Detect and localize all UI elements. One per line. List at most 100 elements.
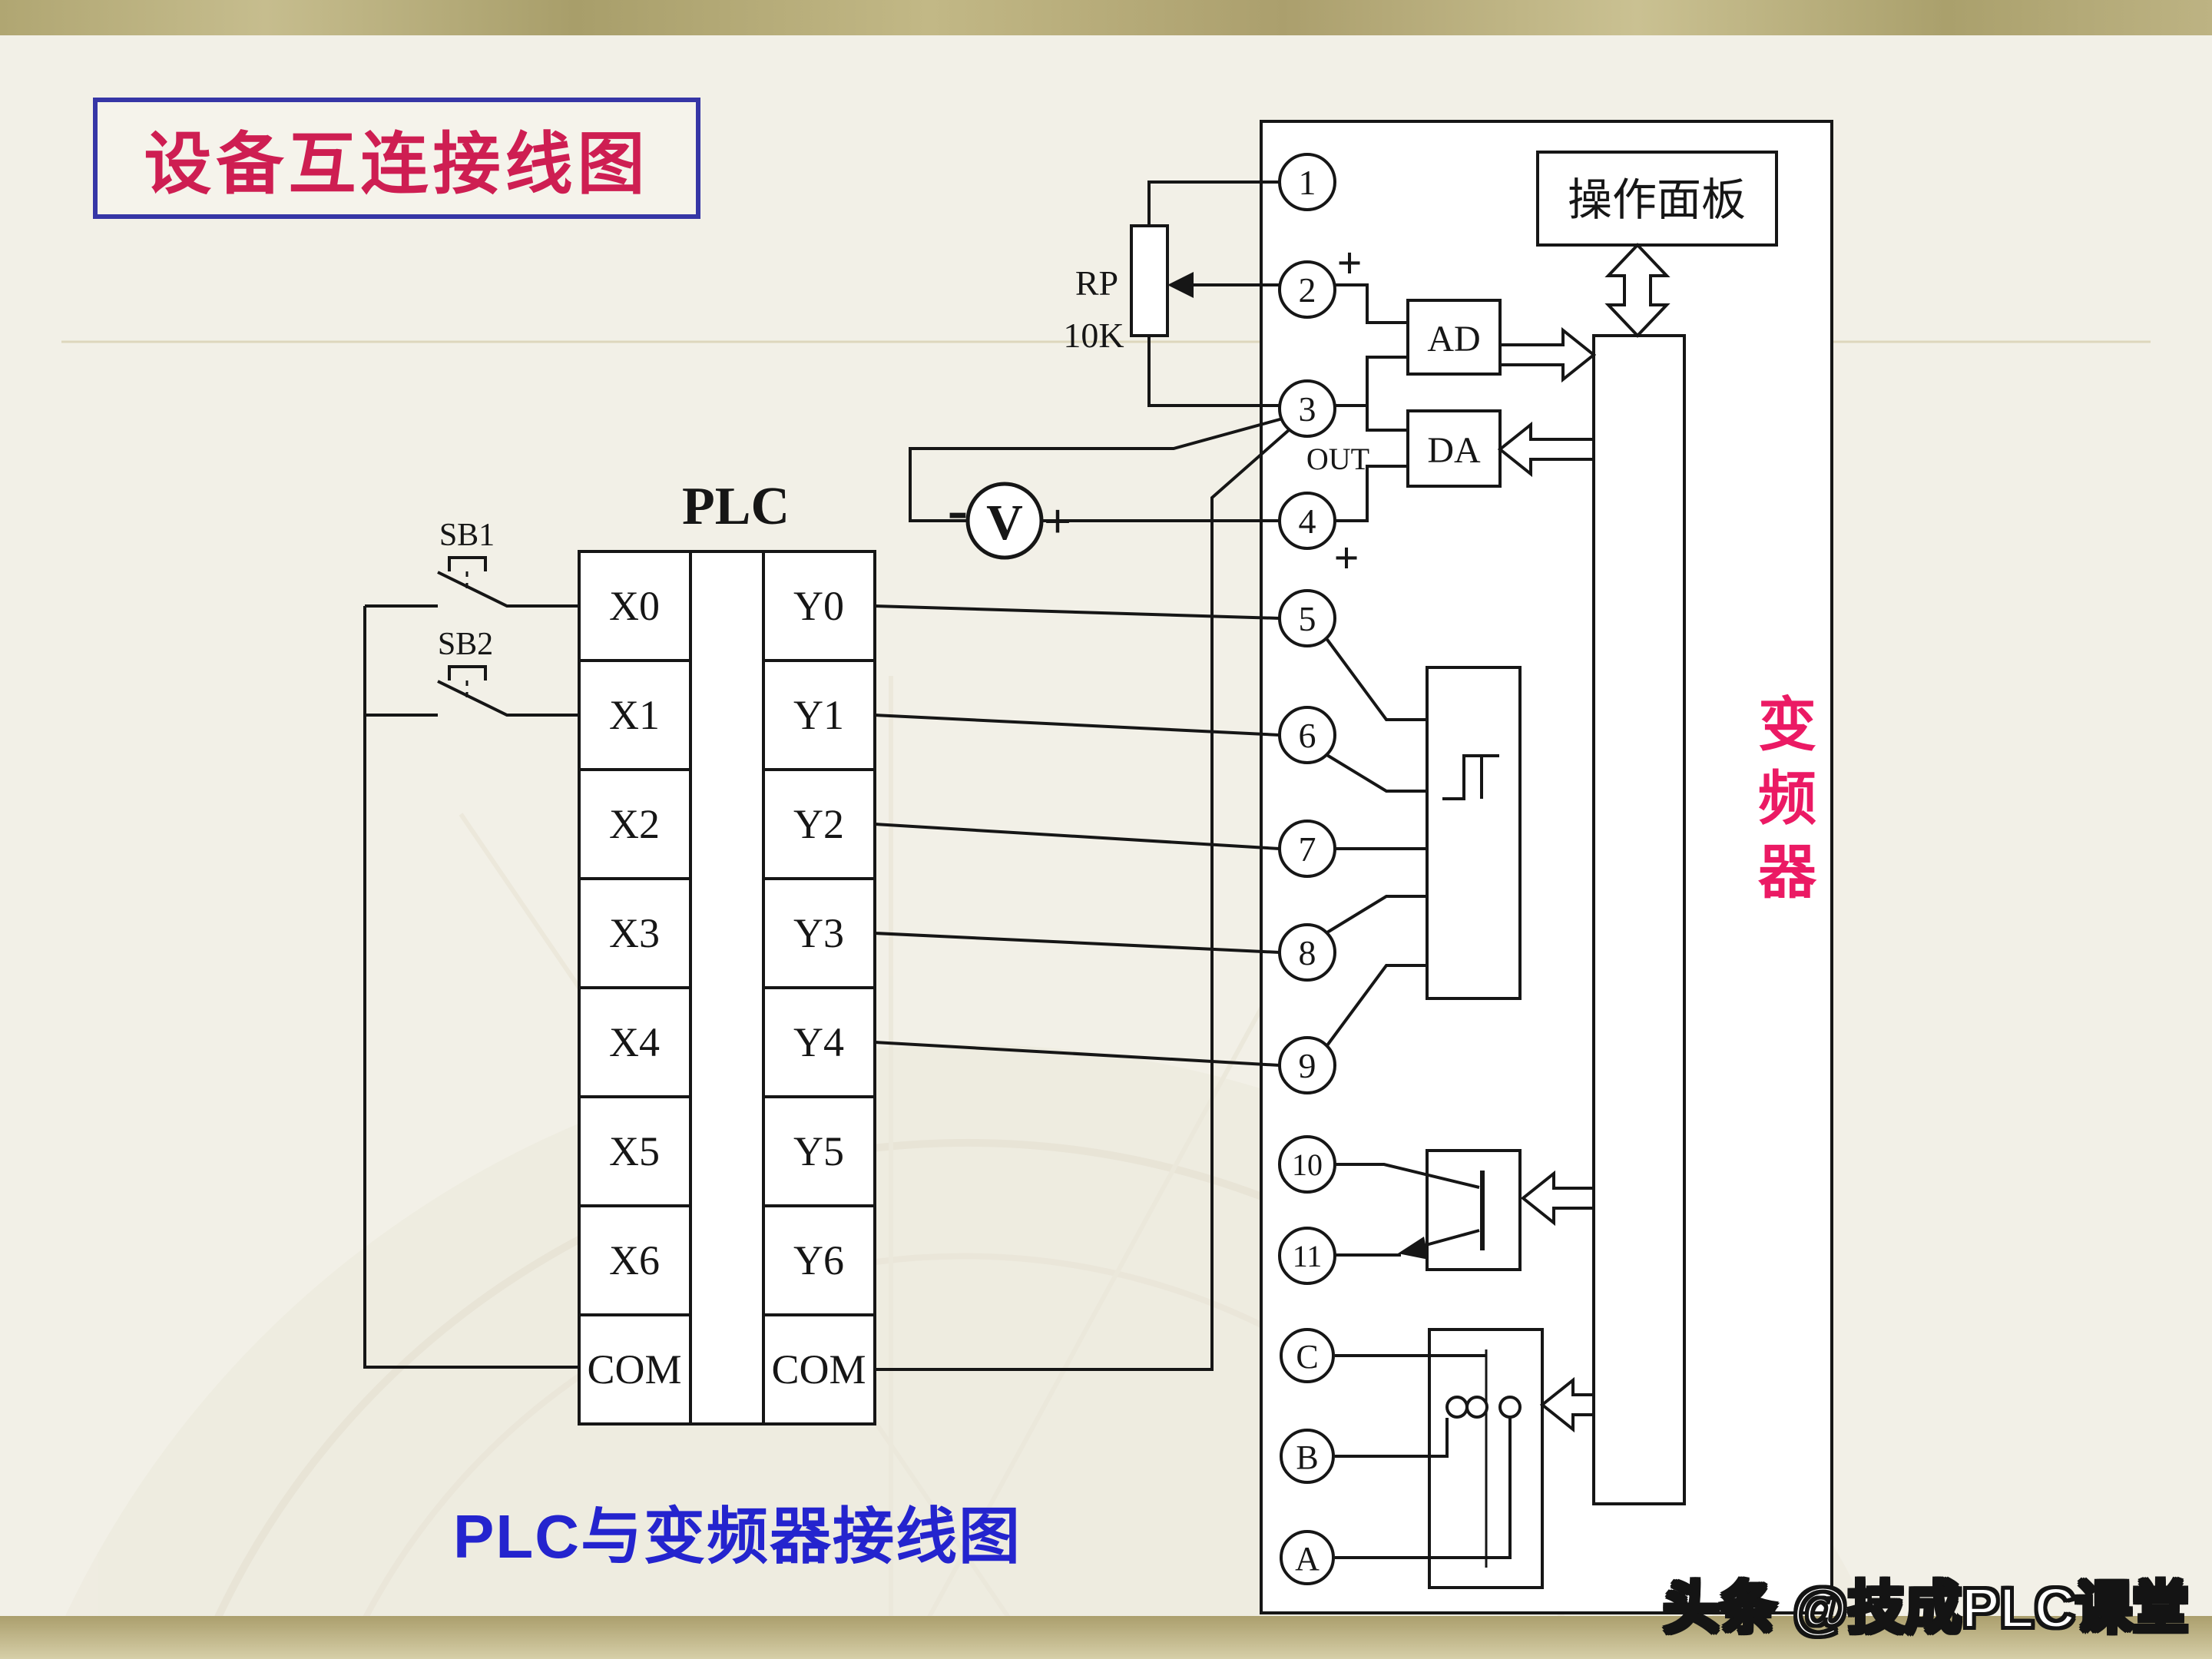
ad-label: AD [1427, 319, 1480, 359]
terminal-5: 5 [1278, 589, 1336, 647]
wire-terminal10-transistor [1335, 1163, 1480, 1189]
svg-text:7: 7 [1299, 830, 1316, 869]
relay-output-block [1428, 1328, 1544, 1589]
terminal-11: 11 [1278, 1227, 1336, 1285]
svg-text:3: 3 [1299, 389, 1316, 429]
da-label: DA [1427, 430, 1481, 471]
svg-text:10: 10 [1292, 1147, 1323, 1182]
wire-y2-terminal7 [874, 823, 1280, 850]
wire-voltmeter-minus-loop [909, 417, 1283, 522]
wire-terminal5-block [1324, 636, 1427, 721]
svg-text:9: 9 [1299, 1046, 1316, 1085]
svg-text:4: 4 [1299, 502, 1316, 541]
plc-io-labels: X0 X1 X2 X3 X4 X5 X6 COM Y0 Y1 Y2 Y3 Y4 … [587, 583, 866, 1392]
watermark-text: 头条 @技成PLC课堂 [1661, 1575, 2190, 1641]
inverter-label: 变频器 [1749, 694, 1813, 915]
relay-coil-icon [1445, 1396, 1469, 1419]
terminal-1: 1 [1278, 153, 1336, 211]
plc-output-cell: Y4 [793, 1019, 844, 1065]
svg-text:A: A [1295, 1540, 1320, 1578]
sb1-button-cap [448, 556, 487, 571]
wire-terminalA-relay [1335, 1418, 1512, 1559]
wire-y4-terminal9 [874, 1041, 1280, 1067]
terminal-4: 4 [1278, 492, 1336, 550]
sb1-label: SB1 [439, 518, 495, 553]
svg-text:5: 5 [1299, 599, 1316, 638]
out-label: OUT [1306, 442, 1369, 476]
terminal-8: 8 [1278, 923, 1336, 982]
terminal-2: 2 [1278, 260, 1336, 319]
plc-output-cell: Y5 [793, 1128, 844, 1174]
wires [363, 180, 1512, 1559]
plc-terminal-block [578, 550, 876, 1426]
terminal-7: 7 [1278, 820, 1336, 878]
sb2-button-cap [448, 665, 487, 680]
plc-input-cell: X3 [609, 910, 660, 956]
top-decor-bar [0, 0, 2212, 35]
plc-output-cell: Y1 [793, 692, 844, 738]
bus-to-relay-arrow [1539, 1376, 1595, 1433]
bus-to-da-arrow [1497, 421, 1595, 478]
terminal4-plus-sign: + [1333, 533, 1359, 583]
wire-terminal6-block [1324, 753, 1427, 793]
relay-coil-icon [1465, 1396, 1488, 1419]
inverter-terminals: 1 2 3 4 5 6 7 8 9 10 11 C B A [1278, 153, 1336, 1585]
voltmeter-minus-sign: - [948, 476, 969, 544]
svg-text:C: C [1296, 1338, 1318, 1376]
wire-y3-terminal8 [874, 932, 1280, 954]
wire-rp-to-terminal3 [1147, 336, 1281, 407]
svg-text:11: 11 [1293, 1239, 1323, 1273]
wire-terminal2-to-ad [1333, 283, 1408, 324]
inverter-box [1260, 120, 1833, 1614]
page-title: 设备互连接线图 [93, 98, 700, 219]
potentiometer-body [1130, 224, 1169, 337]
ad-to-bus-arrow [1498, 326, 1597, 383]
terminal-6: 6 [1278, 706, 1336, 764]
plc-output-cell: COM [771, 1346, 866, 1392]
svg-text:B: B [1296, 1439, 1318, 1476]
terminal11-arrowhead [1398, 1237, 1429, 1260]
wire-da-to-terminal4 [1335, 465, 1408, 522]
panel-label: 操作面板 [1568, 175, 1746, 225]
plc-input-cell: X1 [609, 692, 660, 738]
wire-y1-terminal6 [874, 714, 1280, 737]
transistor-output-block [1426, 1149, 1522, 1271]
plc-input-cell: COM [587, 1346, 681, 1392]
panel-bus-double-arrow [1604, 243, 1671, 338]
voltmeter: V - + [948, 476, 1071, 560]
terminal-9: 9 [1278, 1036, 1336, 1094]
step-signal-icon [1442, 754, 1499, 800]
svg-text:2: 2 [1299, 270, 1316, 310]
wiper-arrowhead [1167, 272, 1194, 298]
relay-coil-icon [1498, 1396, 1522, 1419]
svg-text:8: 8 [1299, 933, 1316, 972]
terminal-B: B [1280, 1429, 1335, 1484]
ad-converter-box [1406, 299, 1502, 376]
terminal-A: A [1280, 1530, 1335, 1585]
plc-output-cell: Y2 [793, 801, 844, 847]
bottom-decor-bar [0, 1616, 2212, 1659]
digital-input-block [1426, 666, 1522, 1000]
sb2-label: SB2 [438, 627, 493, 662]
plc-output-cell: Y3 [793, 910, 844, 956]
plc-input-cell: X6 [609, 1237, 660, 1283]
plc-input-cell: X2 [609, 801, 660, 847]
terminal2-plus-sign: + [1336, 238, 1362, 288]
plc-input-cell: X0 [609, 583, 660, 629]
svg-text:1: 1 [1299, 163, 1316, 202]
svg-text:6: 6 [1299, 716, 1316, 755]
terminal-C: C [1280, 1328, 1335, 1383]
wire-y0-terminal5 [874, 604, 1280, 620]
operation-panel-box [1536, 151, 1778, 247]
wire-sb2-contact [365, 680, 579, 717]
wire-terminal1-to-rp [1147, 180, 1280, 226]
diagram-caption: PLC与变频器接线图 [453, 1502, 1022, 1571]
wire-com-to-terminal3 [875, 429, 1290, 1371]
bus-to-transistor-arrow [1520, 1170, 1595, 1227]
wire-switch-common-riser [363, 606, 579, 1369]
plc-title: PLC [682, 477, 790, 536]
wire-terminal9-block [1326, 964, 1427, 1047]
wire-terminal8-block [1326, 895, 1427, 934]
